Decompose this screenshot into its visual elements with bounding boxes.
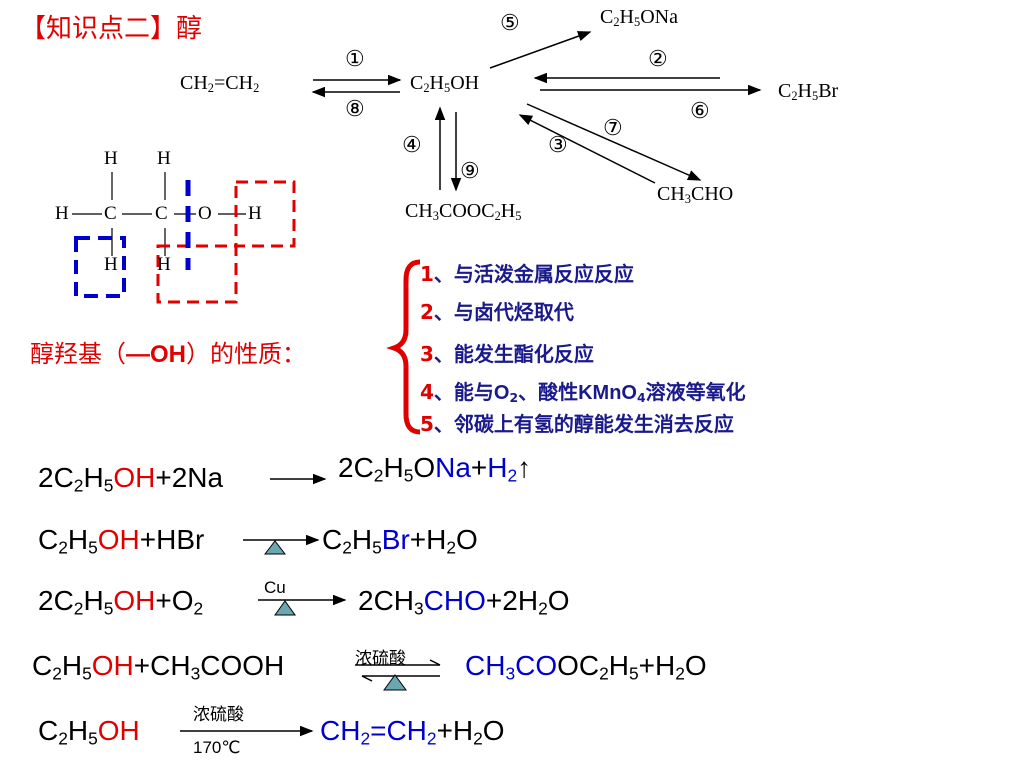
red-box-hydroxyl-h [234,180,296,248]
atom-c1: C [104,203,117,224]
atom-h-top-1: H [104,148,118,169]
property-2: 2、与卤代烃取代 [420,300,574,324]
properties-bracket [386,259,421,435]
eq3-products: 2CH3CHO+2H2O [358,585,570,619]
eq2-reactants: C2H5OH+HBr [38,524,205,558]
node-sodium-ethoxide: C2H5ONa [600,6,678,30]
node-acetaldehyde: CH3CHO [657,183,734,207]
eq3-reactants: 2C2H5OH+O2 [38,585,204,619]
eq5-reactants: C2H5OH [38,715,140,749]
label-reaction-5: ⑤ [500,10,520,35]
blue-box-alpha-h [74,236,126,298]
eq1-products: 2C2H5ONa+H2↑ [338,452,532,486]
page-title: 【知识点二】醇 [20,14,203,44]
atom-c2: C [155,203,168,224]
atom-o: O [198,203,212,224]
node-bromoethane: C2H5Br [778,80,839,104]
arrow-7 [526,103,702,181]
eq3-heat-triangle [274,600,296,616]
property-1: 1、与活泼金属反应反应 [420,262,634,286]
atom-h-right: H [248,203,262,224]
eq2-products: C2H5Br+H2O [322,524,478,558]
eq5-catalyst: 浓硫酸 [193,705,244,725]
eq4-catalyst: 浓硫酸 [355,649,406,669]
property-3: 3、能发生酯化反应 [420,342,594,366]
atom-h-bottom-1: H [104,254,118,275]
node-ethyl-acetate: CH3COOC2H5 [405,200,522,224]
structure-bonds [72,172,246,256]
label-reaction-3: ③ [548,132,568,157]
atom-h-left: H [55,203,69,224]
red-box-beta-h [156,244,238,304]
eq1-reactants: 2C2H5OH+2Na [38,462,224,496]
eq5-temperature: 170℃ [193,738,241,757]
label-reaction-4: ④ [402,132,422,157]
eq2-heat-triangle [263,540,287,555]
atom-h-top-2: H [157,148,171,169]
arrow-3 [518,114,656,184]
node-ethylene: CH2=CH2 [180,72,260,96]
property-4: 4、能与O2、酸性KMnO4溶液等氧化 [420,380,746,406]
hydroxyl-properties-label: 醇羟基（—OH）的性质： [30,340,306,368]
eq3-catalyst: Cu [264,578,286,597]
arrow-5 [489,31,592,69]
label-reaction-6: ⑥ [690,98,710,123]
label-reaction-8: ⑧ [345,96,365,121]
label-reaction-2: ② [648,46,668,71]
atom-h-bottom-2: H [157,254,171,275]
node-ethanol: C2H5OH [410,72,480,96]
label-reaction-9: ⑨ [460,158,480,183]
eq4-products: CH3COOC2H5+H2O [465,650,707,684]
property-5: 5、邻碳上有氢的醇能发生消去反应 [420,412,734,436]
label-reaction-7: ⑦ [603,115,623,140]
eq4-heat-triangle [383,674,407,691]
label-reaction-1: ① [345,46,365,71]
eq4-reactants: C2H5OH+CH3COOH [32,650,285,684]
eq5-products: CH2=CH2+H2O [320,715,505,749]
